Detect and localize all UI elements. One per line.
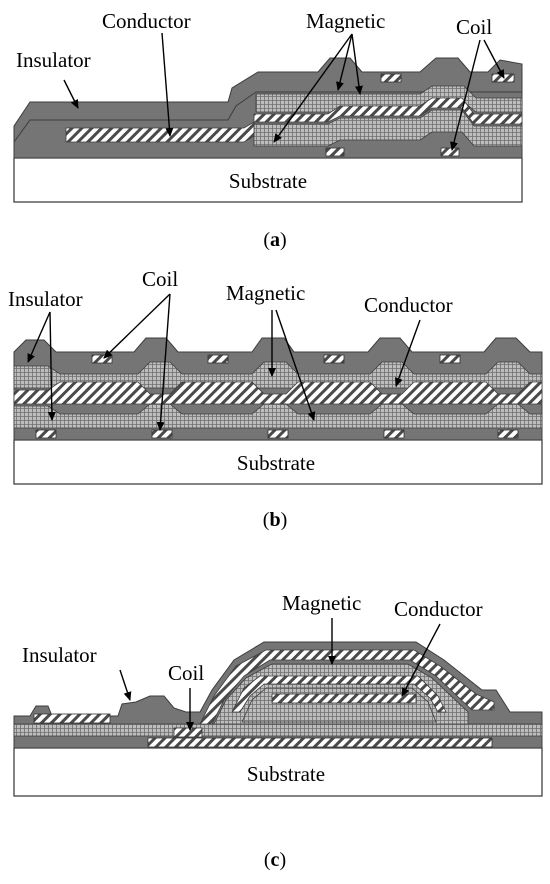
conductor-base-c bbox=[147, 737, 493, 748]
label-coil-c: Coil bbox=[168, 661, 204, 685]
arrow-magnetic-a1 bbox=[336, 33, 353, 91]
coil-section-a3 bbox=[325, 147, 345, 157]
label-magnetic-c: Magnetic bbox=[282, 591, 361, 615]
conductor-band-b bbox=[13, 381, 543, 405]
caption-a: (a) bbox=[263, 229, 286, 251]
arrow-conductor-c bbox=[401, 623, 441, 697]
label-conductor-a: Conductor bbox=[102, 9, 191, 33]
conductor-left-c bbox=[33, 713, 111, 724]
label-conductor-c: Conductor bbox=[394, 597, 483, 621]
label-insulator-b: Insulator bbox=[8, 287, 83, 311]
label-insulator-a: Insulator bbox=[16, 48, 91, 72]
substrate-c bbox=[13, 747, 543, 797]
magnetic-core-c bbox=[241, 687, 437, 723]
coil-section-b5 bbox=[35, 429, 57, 439]
arrow-magnetic-a3 bbox=[351, 33, 363, 95]
conductor-core-c bbox=[271, 693, 417, 704]
arrow-insulator-c bbox=[119, 669, 132, 701]
coil-section-b6 bbox=[151, 429, 173, 439]
label-magnetic-b: Magnetic bbox=[226, 281, 305, 305]
coil-section-b2 bbox=[207, 354, 229, 364]
arrow-magnetic-a2 bbox=[273, 33, 353, 143]
arrow-coil-b2 bbox=[156, 293, 171, 431]
conductor-upper-a bbox=[253, 97, 523, 125]
magnetic-base-c bbox=[13, 723, 543, 737]
conductor-main-a bbox=[65, 121, 255, 143]
arrow-coil-b1 bbox=[103, 293, 171, 359]
substrate-label-c: Substrate bbox=[247, 762, 325, 786]
arrow-insulator-b1 bbox=[27, 311, 51, 363]
insulator-contour-a bbox=[13, 91, 522, 143]
coil-section-b8 bbox=[383, 429, 405, 439]
label-coil-a: Coil bbox=[456, 15, 492, 39]
arrow-coil-a1 bbox=[450, 39, 481, 151]
magnetic-upper-b bbox=[13, 361, 543, 389]
coil-section-b7 bbox=[267, 429, 289, 439]
arrow-coil-a2 bbox=[483, 39, 505, 79]
arrow-magnetic-b2 bbox=[275, 309, 316, 421]
substrate-label-b: Substrate bbox=[237, 451, 315, 475]
coil-section-c1 bbox=[173, 727, 203, 738]
caption-b: (b) bbox=[263, 509, 287, 531]
conductor-inner-shell-c bbox=[231, 675, 447, 713]
substrate-label-a: Substrate bbox=[229, 169, 307, 193]
label-coil-b: Coil bbox=[142, 267, 178, 291]
label-conductor-b: Conductor bbox=[364, 293, 453, 317]
caption-c: (c) bbox=[264, 849, 286, 871]
panel-c: Substrate Magnetic Conductor Insulator C… bbox=[13, 591, 543, 871]
panel-b: Substrate Insulator Coil Magnetic Conduc… bbox=[8, 267, 543, 531]
arrow-insulator-b2 bbox=[47, 311, 56, 421]
label-magnetic-a: Magnetic bbox=[306, 9, 385, 33]
coil-section-a1 bbox=[380, 73, 402, 83]
arrow-conductor-b bbox=[394, 319, 421, 387]
magnetic-lower-a bbox=[253, 109, 523, 147]
label-insulator-c: Insulator bbox=[22, 643, 97, 667]
substrate-a bbox=[13, 157, 523, 203]
coil-section-b9 bbox=[497, 429, 519, 439]
arrow-conductor-a bbox=[161, 32, 174, 137]
panel-a: Substrate Insulator Conductor Magnetic C… bbox=[13, 9, 523, 251]
arrow-insulator-a bbox=[63, 79, 79, 109]
substrate-b bbox=[13, 439, 543, 485]
coil-section-b3 bbox=[323, 354, 345, 364]
conductor-shell-c bbox=[199, 649, 495, 725]
coil-section-b4 bbox=[439, 354, 461, 364]
coil-section-a4 bbox=[440, 147, 460, 157]
magnetic-lower-b bbox=[13, 403, 543, 429]
coil-section-b1 bbox=[91, 354, 113, 364]
